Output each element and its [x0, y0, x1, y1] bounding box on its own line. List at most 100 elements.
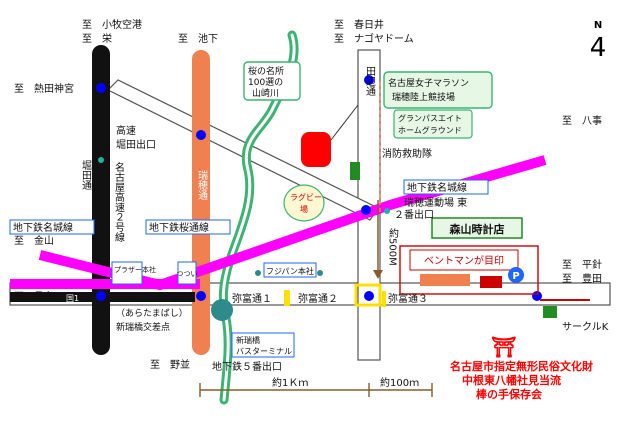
rugby-ellipse	[283, 184, 325, 222]
bentoman-sign	[409, 249, 519, 271]
station-mizuho	[196, 130, 206, 140]
sakura-box	[243, 61, 301, 101]
station-horita	[96, 83, 106, 93]
highlight-bar-2	[382, 291, 386, 307]
road-horita-ave: 堀田通	[80, 160, 92, 190]
shop-name: 森山時計店	[450, 222, 505, 236]
station-marker-small	[98, 157, 104, 163]
road-tanabe-ave: 田辺通	[364, 66, 376, 96]
dest-nodo: 至 野並	[150, 358, 190, 371]
stadium-pointer	[330, 104, 359, 141]
fire-station-label: 消防救助隊	[382, 147, 432, 160]
parking-label: P	[512, 271, 519, 282]
dest-kanayama: 至 金山	[14, 234, 54, 247]
road-kosoku-1: 高速	[116, 124, 136, 137]
north-letter: N	[594, 20, 602, 31]
road-route1: 国1	[66, 294, 79, 303]
dest-hirabari-2: 至 豊田	[562, 272, 602, 285]
sakura-line2: 100選の	[248, 77, 283, 88]
rugby-line1: ラグビー	[290, 192, 322, 202]
bus-terminal	[211, 299, 233, 321]
terminal-line2: バスターミナル	[236, 347, 292, 356]
meijo-right-label: 地下鉄名城線	[407, 181, 467, 194]
pond-box	[177, 261, 197, 285]
road-kosoku-2: 堀田出口	[116, 138, 156, 151]
scale-km-label: 約1Ｋｍ	[272, 376, 308, 389]
shop-building	[420, 274, 470, 286]
dest-atsuta: 至 熱田神宮	[14, 82, 74, 95]
shop-area	[399, 245, 539, 295]
scale-100m-label: 約100ｍ	[380, 376, 419, 389]
road-nagoya-hwy: 名古屋高速２号線	[113, 161, 125, 242]
sakura-line3: 山崎川	[252, 87, 279, 99]
station-marker-exit2	[384, 208, 390, 214]
sakuradori-box	[145, 219, 231, 235]
aratamabashi-line1: （あらたまばし）	[116, 308, 188, 319]
grampus-line2: ホームグラウンド	[398, 125, 462, 135]
circle-k-label: サークルK	[562, 321, 609, 333]
dest-hirabari-1: 至 平針	[562, 258, 602, 271]
station-route1	[96, 291, 106, 301]
marathon-line2: 瑞穂陸上競技場	[392, 91, 455, 103]
rugby-line2: 場	[300, 204, 308, 214]
road-yayoi-2: 弥富通２	[298, 292, 338, 305]
station-tanabe	[364, 75, 374, 85]
road-mizuho-ave: 瑞穂通	[196, 170, 208, 200]
fire-station-block	[350, 162, 360, 180]
station-yayoi3	[364, 291, 374, 301]
exit5-label: 地下鉄５番出口	[212, 360, 282, 373]
fujipan-label: フジパン本社	[266, 266, 314, 276]
heritage-line2: 中根東八幡社見当流	[462, 373, 561, 387]
grampus-line1: グランパスエイト	[398, 113, 462, 123]
scale-bars	[199, 383, 433, 397]
meijo-left-box	[9, 219, 95, 235]
plaza-box	[111, 261, 143, 285]
stadium-east-label: 瑞穂運動場 東	[404, 196, 467, 209]
distance-arrow	[373, 270, 383, 279]
heritage-line3: 棒の手保存会	[476, 387, 543, 401]
meijo-left-label: 地下鉄名城線	[13, 221, 73, 234]
highlight-bar-1	[284, 290, 290, 306]
dest-komaki-2: 至 栄	[82, 33, 112, 45]
north-arrow: 4	[590, 33, 607, 63]
bentoman-label: ベントマンが目印	[424, 254, 504, 267]
terminal-line1: 新瑞橋	[236, 335, 260, 345]
circle-k-block	[543, 306, 557, 318]
grampus-box	[393, 109, 473, 139]
sakuradori-line	[192, 50, 210, 355]
marathon-line1: 名古屋女子マラソン	[388, 77, 469, 89]
marathon-box	[383, 71, 493, 109]
nagoya-expressway	[92, 45, 110, 355]
station-aratamabashi	[196, 291, 206, 301]
stadium-block	[301, 132, 331, 167]
shop-name-box	[431, 217, 523, 239]
shop-red-building	[480, 276, 502, 288]
highlight-yayoi3	[354, 283, 382, 307]
tanabe-south-road	[357, 304, 381, 361]
dest-komaki-1: 至 小牧空港	[82, 18, 142, 31]
shrine-mark: ⛩	[491, 335, 516, 359]
terminal-box	[231, 332, 295, 358]
parking-icon	[508, 267, 524, 283]
pond-label: つつい	[177, 270, 198, 278]
plaza-label: プラザー本社	[114, 265, 156, 274]
heritage-line1: 名古屋市指定無形民俗文化財	[450, 359, 593, 373]
dest-ikeshita: 至 池下	[178, 32, 218, 45]
sakuradori-label: 地下鉄桜通線	[149, 221, 209, 234]
dest-kasugai-1: 至 春日井	[334, 18, 384, 31]
dest-kuwana: 至 桑名	[14, 290, 54, 303]
meijo-right-box	[403, 179, 489, 195]
road-yayoi-1: 弥富通１	[232, 292, 272, 305]
distance-vertical-label: 約500M	[387, 227, 399, 266]
dest-yagoto: 至 八事	[562, 114, 602, 127]
dest-kasugai-2: 至 ナゴヤドーム	[334, 32, 414, 45]
road-yayoi-3: 弥富通３	[388, 292, 428, 305]
exit2-label: ２番出口	[394, 208, 434, 221]
aratamabashi-line2: 新瑞橋交差点	[116, 321, 170, 333]
fujipan-box	[263, 262, 317, 278]
station-stadium-east	[361, 205, 371, 215]
sakura-line1: 桜の名所	[248, 65, 284, 77]
stations	[96, 75, 542, 301]
